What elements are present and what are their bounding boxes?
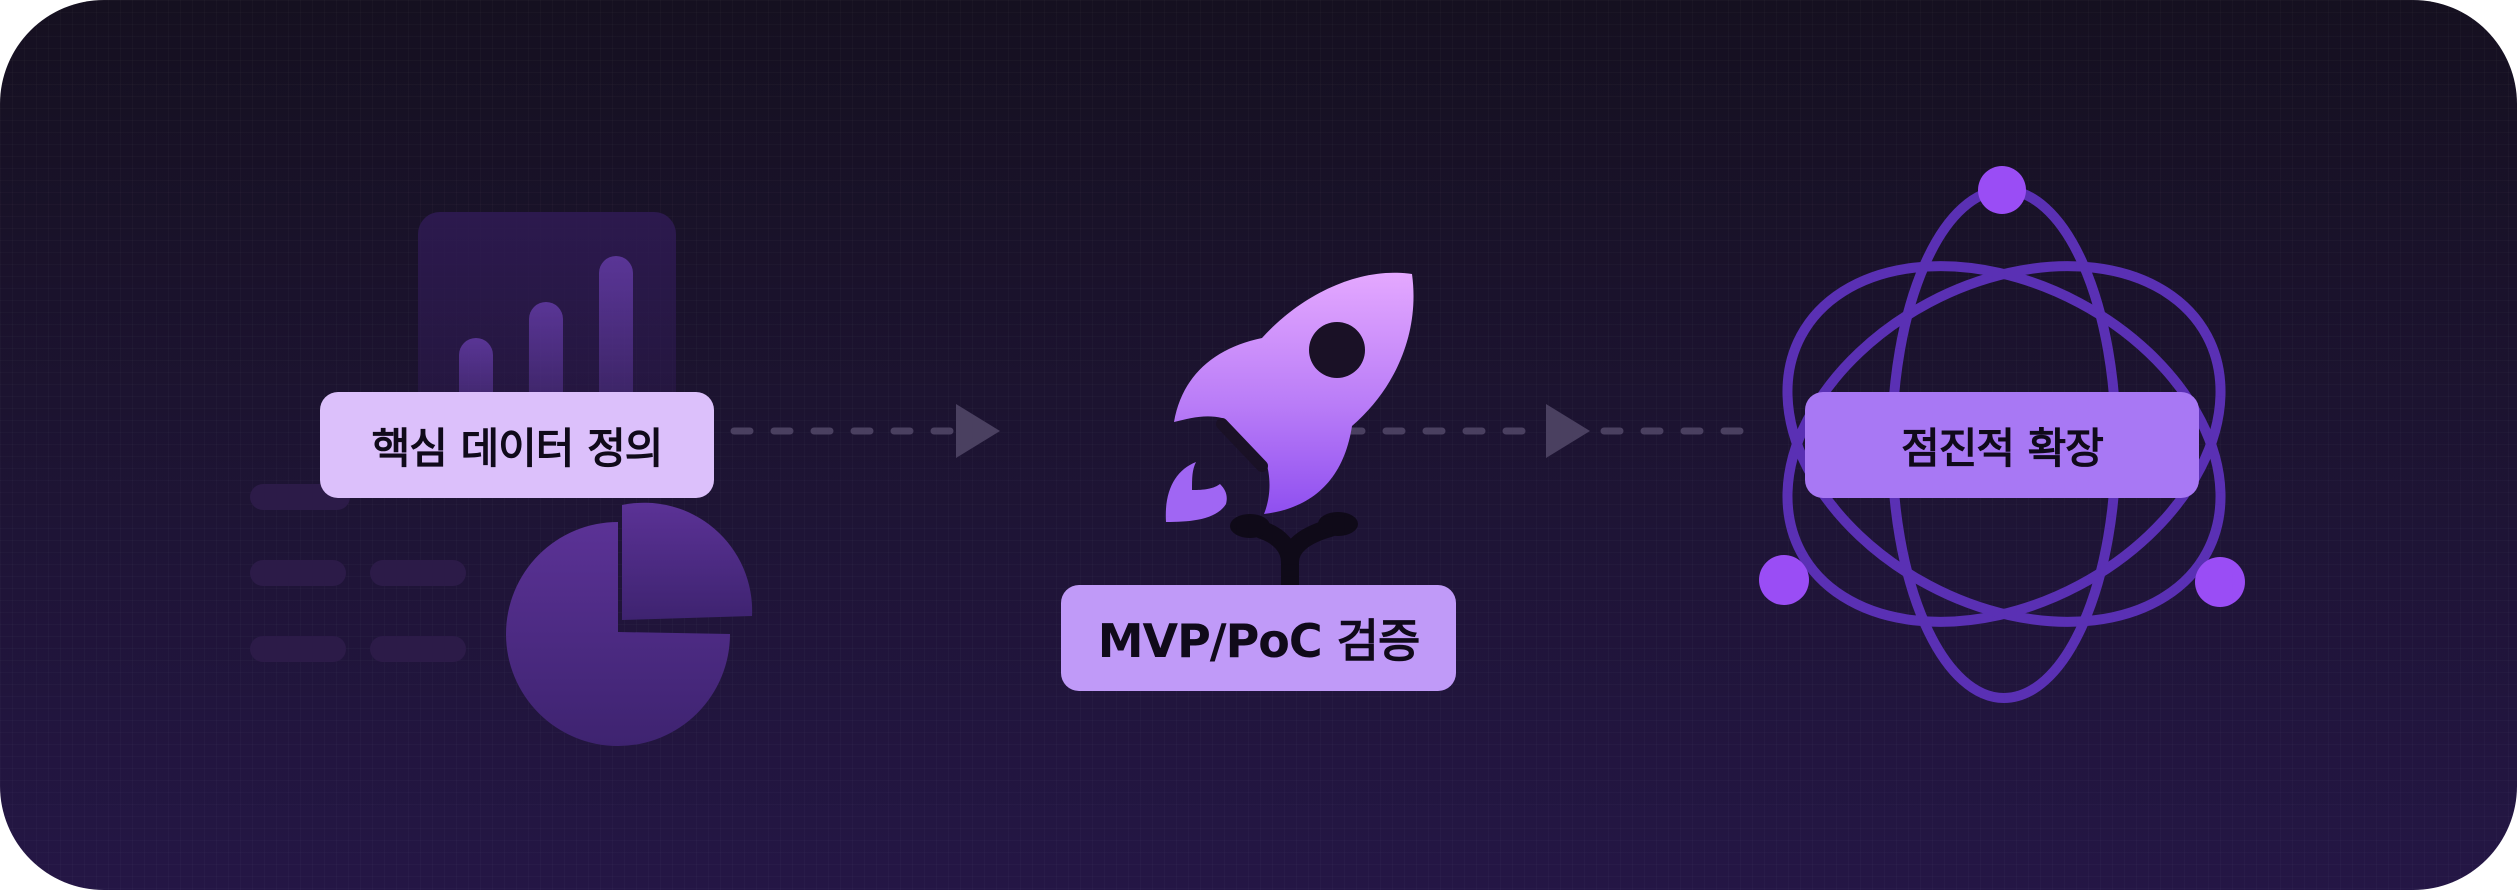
stage-label-mvp-poc: MVP/PoC 검증 bbox=[1061, 585, 1456, 691]
text-line bbox=[370, 636, 466, 662]
electron-dot bbox=[2195, 557, 2245, 607]
pie-main bbox=[506, 522, 730, 746]
connector-arrow-2 bbox=[1342, 404, 1764, 458]
sprout-icon bbox=[1230, 512, 1358, 601]
text-line bbox=[250, 560, 346, 586]
electron-dot bbox=[1759, 555, 1809, 605]
stage-label-core-data: 핵심 데이터 정의 bbox=[320, 392, 714, 498]
stage-label-scale: 점진적 확장 bbox=[1805, 392, 2199, 498]
rocket-icon bbox=[1165, 272, 1414, 601]
rocket-window bbox=[1309, 322, 1365, 378]
atom-electrons bbox=[1759, 166, 2245, 607]
text-line bbox=[250, 636, 346, 662]
text-line bbox=[370, 560, 466, 586]
bar-tall bbox=[599, 256, 633, 428]
pie-slice bbox=[622, 502, 753, 620]
electron-dot bbox=[1978, 166, 2026, 214]
connector-arrow-1 bbox=[730, 404, 1000, 458]
rocket-flame bbox=[1165, 462, 1227, 522]
